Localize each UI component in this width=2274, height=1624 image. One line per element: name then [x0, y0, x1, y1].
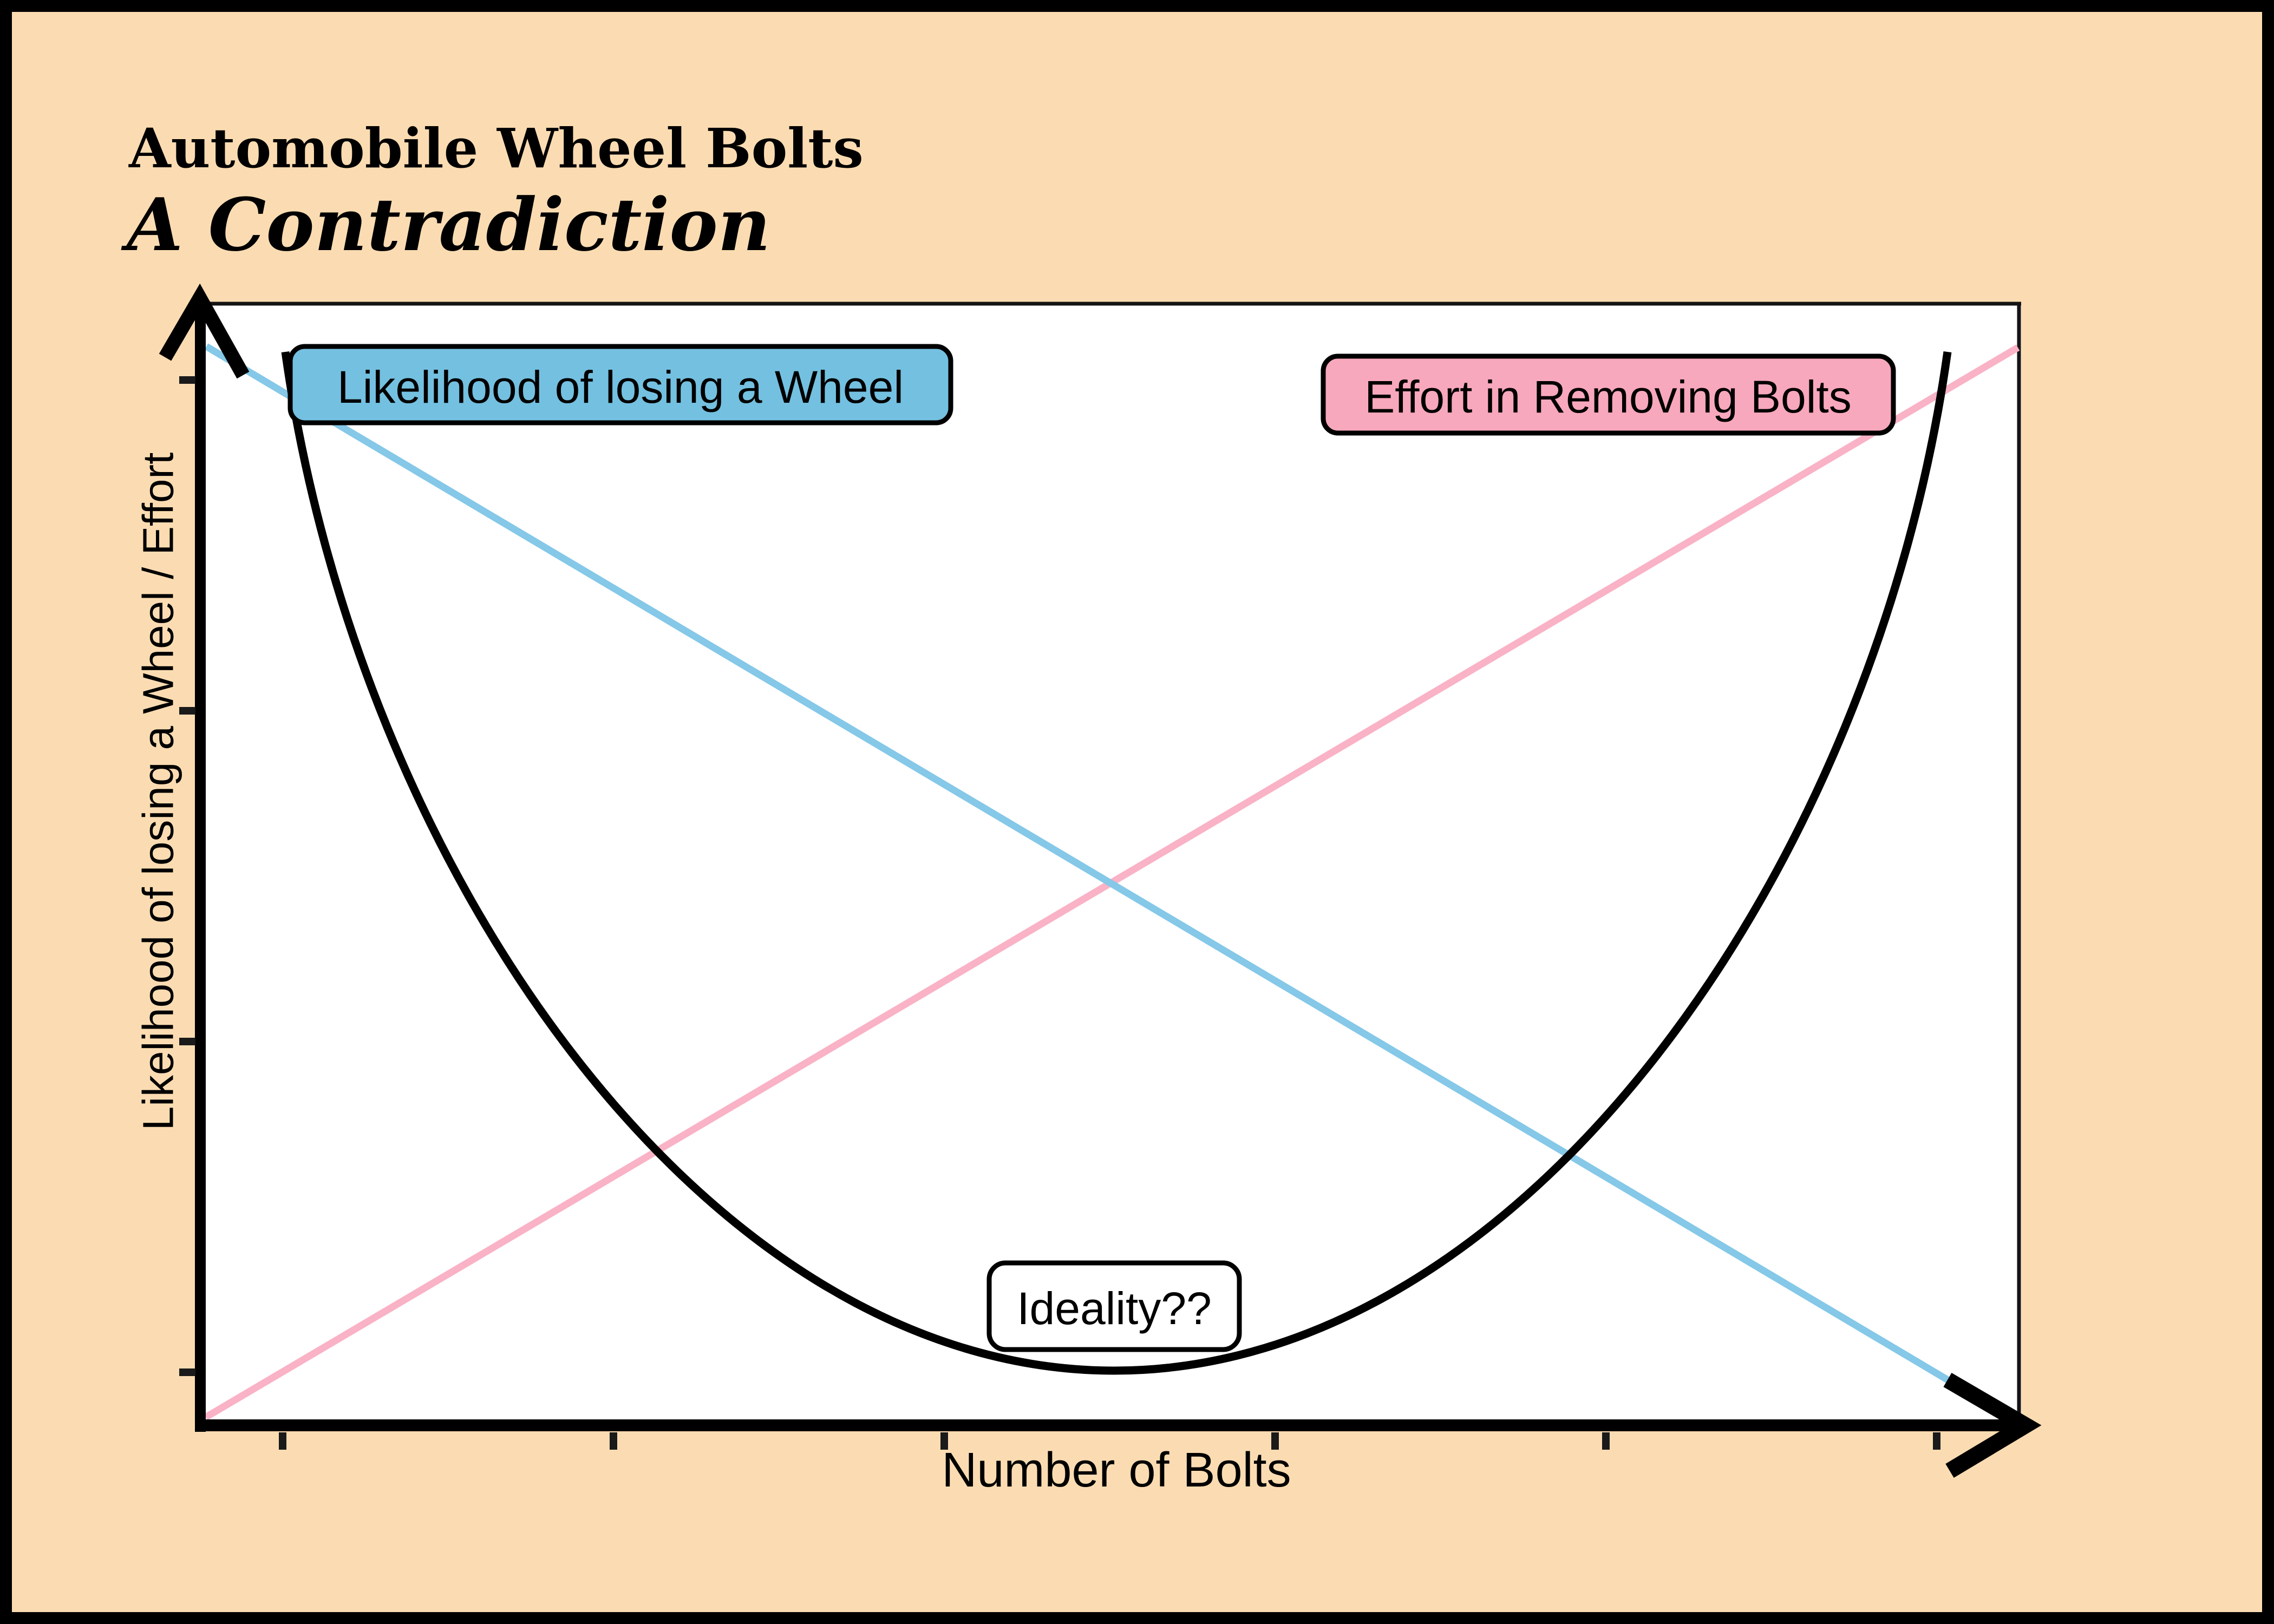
page-title: Automobile Wheel Bolts	[129, 116, 864, 180]
x-axis-arrowhead-icon	[1943, 1373, 2042, 1478]
x-axis-ticks	[279, 1432, 1940, 1450]
ideality-curve	[281, 351, 1952, 1375]
effort-annotation-box	[1321, 353, 1896, 436]
x-axis-label: Number of Bolts	[942, 1443, 1291, 1497]
ideality-annotation-label: Ideality??	[1017, 1283, 1212, 1334]
plot-area	[196, 302, 2021, 1426]
y-axis-label: Likelihood of losing a Wheel / Effort	[134, 453, 182, 1131]
likelihood-line	[204, 343, 1953, 1385]
likelihood-annotation-label: Likelihood of losing a Wheel	[337, 362, 904, 412]
y-axis-ticks	[179, 376, 195, 1376]
effort-annotation-label: Effort in Removing Bolts	[1364, 371, 1852, 422]
y-axis-arrowhead-icon	[159, 283, 250, 379]
ideality-annotation-box	[986, 1260, 1242, 1352]
page-subtitle: A Contradiction	[127, 182, 771, 267]
likelihood-annotation-box	[287, 344, 953, 425]
